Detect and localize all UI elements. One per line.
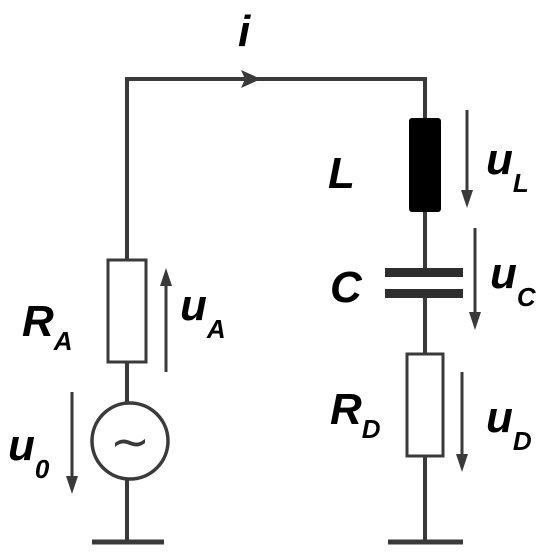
source-resistor-subscript: A xyxy=(53,326,73,356)
wires xyxy=(125,77,427,540)
inductor xyxy=(409,118,441,212)
arrow-down-icon xyxy=(66,476,78,494)
arrow-down-icon xyxy=(461,190,473,208)
load-resistor-voltage-subscript: D xyxy=(513,426,532,456)
source-resistor-voltage-name: u xyxy=(180,281,207,330)
capacitor-voltage-label: uC xyxy=(490,249,537,312)
source-resistor xyxy=(106,258,148,364)
load-resistor xyxy=(405,352,445,458)
current-label: i xyxy=(238,7,251,56)
load-resistor-voltage-label: uD xyxy=(486,393,532,456)
capacitor-label: C xyxy=(330,263,363,312)
source-resistor-name: R xyxy=(22,297,54,346)
top-wire xyxy=(125,77,427,260)
inductor-voltage-name: u xyxy=(486,135,513,184)
load-resistor-subscript: D xyxy=(362,414,381,444)
capacitor-voltage-subscript: C xyxy=(517,282,537,312)
source-voltage-name: u xyxy=(8,421,35,470)
inductor-label: L xyxy=(328,149,355,198)
source-resistor-label: RA xyxy=(22,297,73,356)
load-resistor-label: RD xyxy=(330,385,381,444)
current-arrow-icon xyxy=(241,70,261,88)
capacitor-plate-bottom xyxy=(385,289,463,298)
inductor-voltage-label: uL xyxy=(486,135,529,198)
arrow-up-icon xyxy=(160,268,172,286)
source-voltage-subscript: 0 xyxy=(35,454,50,484)
source-resistor-voltage-subscript: A xyxy=(206,314,226,344)
ac-tilde-icon: ~ xyxy=(110,414,150,470)
load-resistor-name: R xyxy=(330,385,362,434)
capacitor-plate-top xyxy=(385,268,463,277)
arrow-down-icon xyxy=(469,312,481,330)
load-resistor-voltage-name: u xyxy=(486,393,513,442)
source-resistor-voltage-label: uA xyxy=(180,281,226,344)
voltage-source xyxy=(90,401,170,481)
source-voltage-label: u0 xyxy=(8,421,50,484)
inductor-voltage-subscript: L xyxy=(513,168,529,198)
arrow-down-icon xyxy=(456,454,468,472)
capacitor-voltage-name: u xyxy=(490,249,517,298)
